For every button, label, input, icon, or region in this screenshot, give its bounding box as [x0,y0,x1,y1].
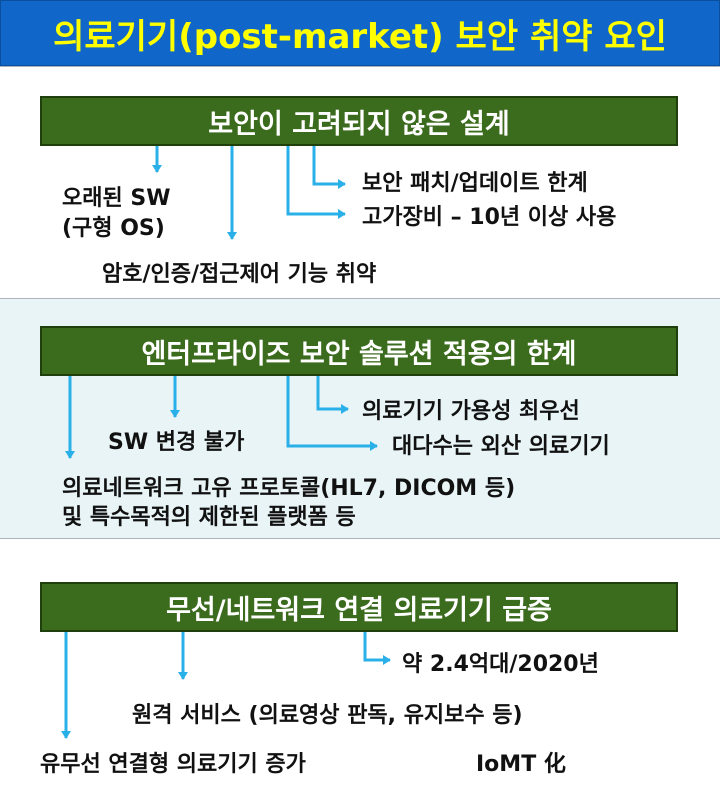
item-old-sw: 오래된 SW [62,186,171,211]
item-foreign-devices: 대다수는 외산 의료기기 [392,434,610,459]
section-connected-devices [0,538,720,792]
item-availability-first: 의료기기 가용성 최우선 [362,399,580,424]
item-patch-limit: 보안 패치/업데이트 한계 [362,171,588,196]
item-sw-change-impossible: SW 변경 불가 [108,430,245,455]
section-header-insecure-design: 보안이 고려되지 않은 설계 [40,96,678,146]
section-header-enterprise-limits: 엔터프라이즈 보안 솔루션 적용의 한계 [40,326,678,376]
item-old-os: (구형 OS) [62,216,165,241]
item-special-platforms: 및 특수목적의 제한된 플랫폼 등 [62,505,356,530]
page-title: 의료기기(post-market) 보안 취약 요인 [0,0,720,66]
item-weak-access-control: 암호/인증/접근제어 기능 취약 [102,262,377,287]
item-iomt: IoMT 化 [476,752,566,777]
item-proprietary-protocols: 의료네트워크 고유 프로토콜(HL7, DICOM 등) [62,476,516,501]
section-header-connected-devices: 무선/네트워크 연결 의료기기 급증 [40,582,678,632]
item-expensive-equipment: 고가장비 – 10년 이상 사용 [362,205,617,230]
item-connected-increase: 유무선 연결형 의료기기 증가 [40,752,306,777]
item-device-count: 약 2.4억대/2020년 [402,652,599,677]
item-remote-services: 원격 서비스 (의료영상 판독, 유지보수 등) [132,703,523,728]
